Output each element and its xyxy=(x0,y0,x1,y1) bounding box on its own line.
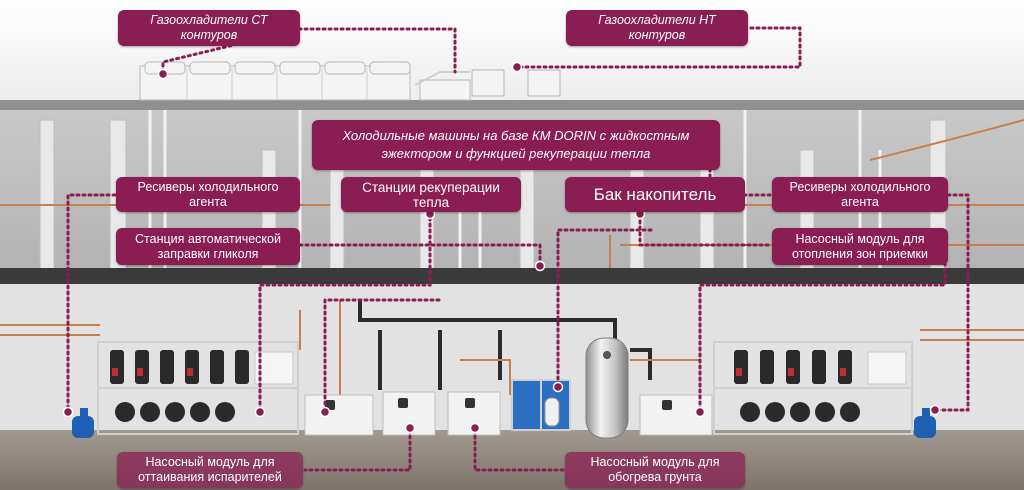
floor-slab xyxy=(0,268,1024,284)
black-pipes xyxy=(358,300,652,390)
gas-coolers-st xyxy=(139,61,411,101)
label-gas-coolers-st: Газоохладители СТ контуров xyxy=(118,10,300,46)
label-receivers-right: Ресиверы холодильного агента xyxy=(772,177,948,212)
label-pump-module-defrost: Насосный модуль для оттаивания испарител… xyxy=(117,452,303,488)
heat-recovery-details xyxy=(325,398,672,410)
roof-pipe xyxy=(414,71,470,86)
label-refrigeration-machines: Холодильные машины на базе КМ DORIN с жи… xyxy=(312,120,720,170)
label-receivers-left: Ресиверы холодильного агента xyxy=(116,177,300,212)
label-heat-recovery-stations: Станции рекуперации тепла xyxy=(341,177,521,212)
leader-lines xyxy=(66,26,970,472)
storage-tank xyxy=(585,337,629,439)
label-gas-coolers-nt: Газоохладители НТ контуров xyxy=(566,10,748,46)
roof-edge xyxy=(0,100,1024,110)
pump-icon xyxy=(72,408,94,438)
gas-coolers-nt xyxy=(419,69,561,101)
pump-icon xyxy=(914,408,936,438)
label-pump-module-heating: Насосный модуль для отопления зон приемк… xyxy=(772,228,948,265)
label-glycol-station: Станция автоматической заправки гликоля xyxy=(116,228,300,265)
label-storage-tank: Бак накопитель xyxy=(565,177,745,212)
lower-copper-pipes xyxy=(0,300,1024,395)
label-pump-module-ground: Насосный модуль для обогрева грунта xyxy=(565,452,745,488)
refrigeration-rack-right xyxy=(713,341,913,435)
